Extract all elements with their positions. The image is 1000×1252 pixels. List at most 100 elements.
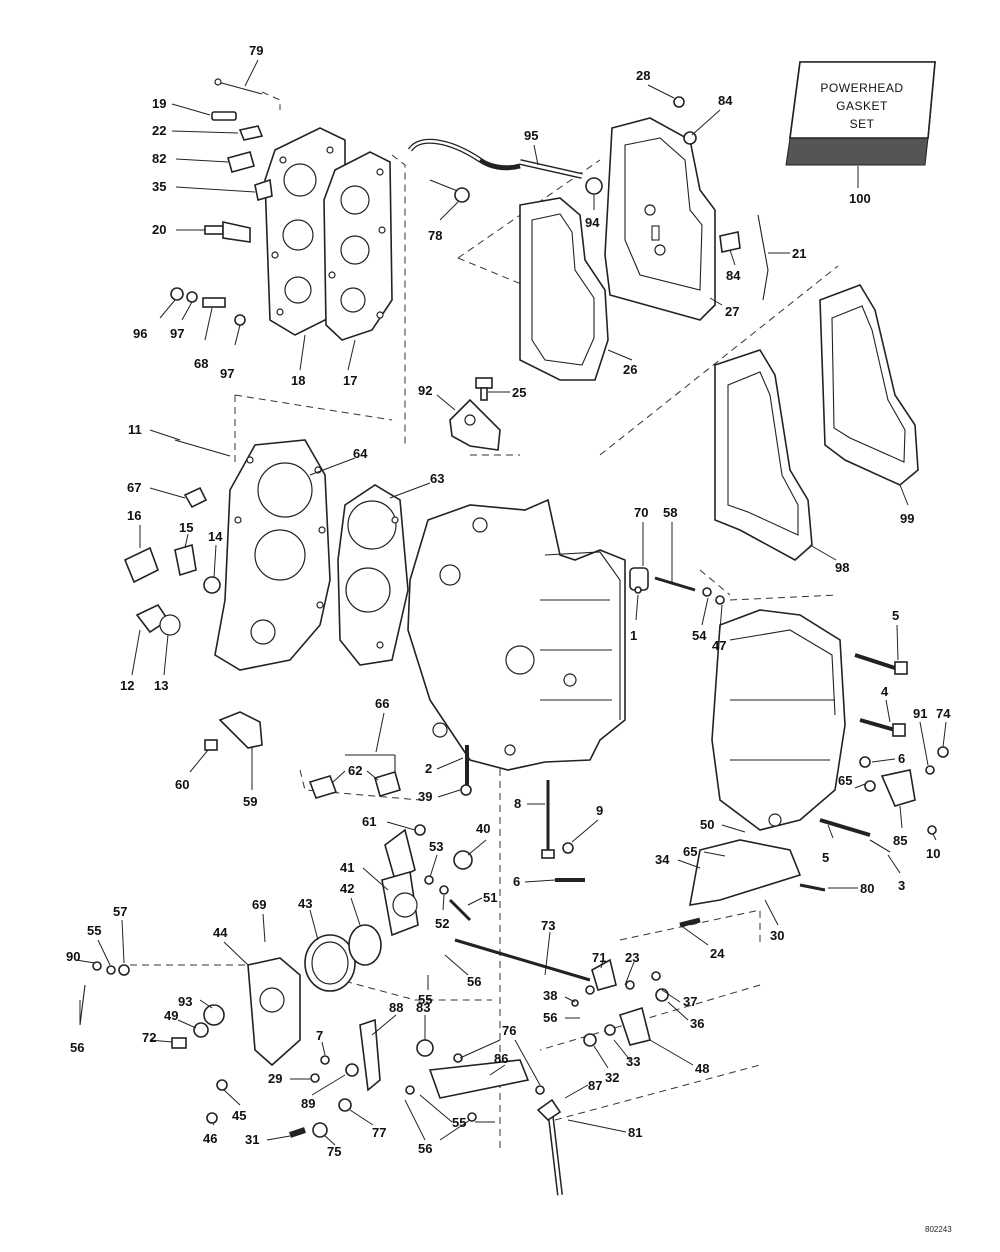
callout-11: 11 [128, 422, 181, 441]
callout-number: 48 [695, 1061, 709, 1076]
callout-number: 99 [900, 511, 914, 526]
callout-25: 25 [488, 385, 526, 400]
callout-number: 17 [343, 373, 357, 388]
callout-79: 79 [244, 43, 263, 87]
callout-82: 82 [152, 151, 229, 166]
callout-46: 46 [203, 1123, 217, 1146]
callout-number: 5 [892, 608, 899, 623]
callout-number: 39 [418, 789, 432, 804]
callout-number: 95 [524, 128, 538, 143]
callout-number: 32 [605, 1070, 619, 1085]
callout-number: 83 [416, 1000, 430, 1015]
callout-number: 51 [483, 890, 497, 905]
callout-number: 33 [626, 1054, 640, 1069]
callout-16: 16 [127, 508, 141, 548]
callout-17: 17 [343, 339, 357, 388]
callout-84a: 84 [691, 93, 733, 136]
callout-56c: 56 [543, 1010, 580, 1025]
kit-box-line-1: POWERHEAD [820, 81, 903, 95]
callout-number: 9 [596, 803, 603, 818]
callout-85: 85 [893, 805, 907, 848]
callout-number: 97 [220, 366, 234, 381]
callout-number: 16 [127, 508, 141, 523]
callout-26: 26 [607, 349, 637, 377]
callout-number: 93 [178, 994, 192, 1009]
callout-33: 33 [613, 1039, 640, 1069]
callout-75: 75 [323, 1134, 341, 1159]
callout-97b: 97 [220, 324, 241, 381]
callout-number: 2 [425, 761, 432, 776]
callout-53: 53 [429, 839, 443, 878]
callout-49: 49 [164, 1008, 197, 1029]
callout-2: 2 [425, 757, 464, 776]
callout-number: 58 [663, 505, 677, 520]
callout-56a: 56 [70, 1000, 84, 1055]
callout-13: 13 [154, 634, 169, 693]
callout-87: 87 [564, 1078, 602, 1099]
callout-number: 56 [418, 1141, 432, 1156]
callout-59: 59 [243, 748, 257, 809]
callout-42: 42 [340, 881, 361, 926]
callout-76: 76 [459, 1023, 541, 1086]
callout-number: 92 [418, 383, 432, 398]
callout-88: 88 [371, 1000, 403, 1036]
callout-56d: 56 [404, 1099, 471, 1156]
callout-32: 32 [593, 1045, 619, 1085]
callout-labels: 79 19 22 82 35 20 96 97 68 97 18 17 95 7… [66, 43, 951, 1159]
callout-94: 94 [585, 195, 600, 230]
callout-67: 67 [127, 480, 186, 499]
callout-number: 52 [435, 916, 449, 931]
callout-48: 48 [649, 1039, 709, 1076]
callout-78: 78 [428, 201, 459, 243]
callout-10: 10 [926, 833, 940, 861]
callout-43: 43 [298, 896, 319, 941]
callout-39: 39 [418, 789, 461, 804]
callout-number: 89 [301, 1096, 315, 1111]
callout-41: 41 [340, 860, 389, 891]
callout-19: 19 [152, 96, 211, 116]
callout-15: 15 [179, 520, 193, 549]
callout-6a: 6 [871, 751, 905, 766]
callout-68: 68 [194, 307, 213, 371]
callout-28: 28 [636, 68, 675, 99]
callout-number: 55 [87, 923, 101, 938]
callout-22: 22 [152, 123, 239, 138]
callout-number: 97 [170, 326, 184, 341]
callout-number: 46 [203, 1131, 217, 1146]
callout-number: 67 [127, 480, 141, 495]
callout-6b: 6 [513, 874, 556, 889]
callout-number: 54 [692, 628, 707, 643]
bracket-92 [449, 377, 501, 451]
callout-number: 70 [634, 505, 648, 520]
callout-number: 22 [152, 123, 166, 138]
callout-83: 83 [416, 1000, 430, 1040]
callout-65a: 65 [838, 773, 866, 789]
callout-number: 40 [476, 821, 490, 836]
callout-number: 77 [372, 1125, 386, 1140]
small-parts-top-left [170, 78, 273, 326]
callout-number: 69 [252, 897, 266, 912]
callout-number: 37 [683, 994, 697, 1009]
callout-number: 25 [512, 385, 526, 400]
callout-number: 50 [700, 817, 714, 832]
kit-box-line-2: GASKET [836, 99, 888, 113]
callout-45: 45 [223, 1089, 246, 1123]
callout-number: 63 [430, 471, 444, 486]
callout-number: 4 [881, 684, 889, 699]
callout-51: 51 [467, 890, 497, 906]
callout-number: 56 [467, 974, 481, 989]
callout-61: 61 [362, 814, 416, 831]
callout-number: 29 [268, 1071, 282, 1086]
assembly-guide-lines [130, 91, 839, 1148]
gasket-set-box: POWERHEAD GASKET SET [785, 61, 936, 188]
callout-number: 62 [348, 763, 362, 778]
callout-92: 92 [418, 383, 456, 411]
callout-number: 76 [502, 1023, 516, 1038]
callout-74: 74 [936, 706, 951, 748]
callout-54: 54 [692, 597, 709, 643]
callout-number: 87 [588, 1078, 602, 1093]
linkage-parts-middle [204, 711, 585, 937]
callout-number: 72 [142, 1030, 156, 1045]
callout-100: 100 [849, 191, 871, 206]
